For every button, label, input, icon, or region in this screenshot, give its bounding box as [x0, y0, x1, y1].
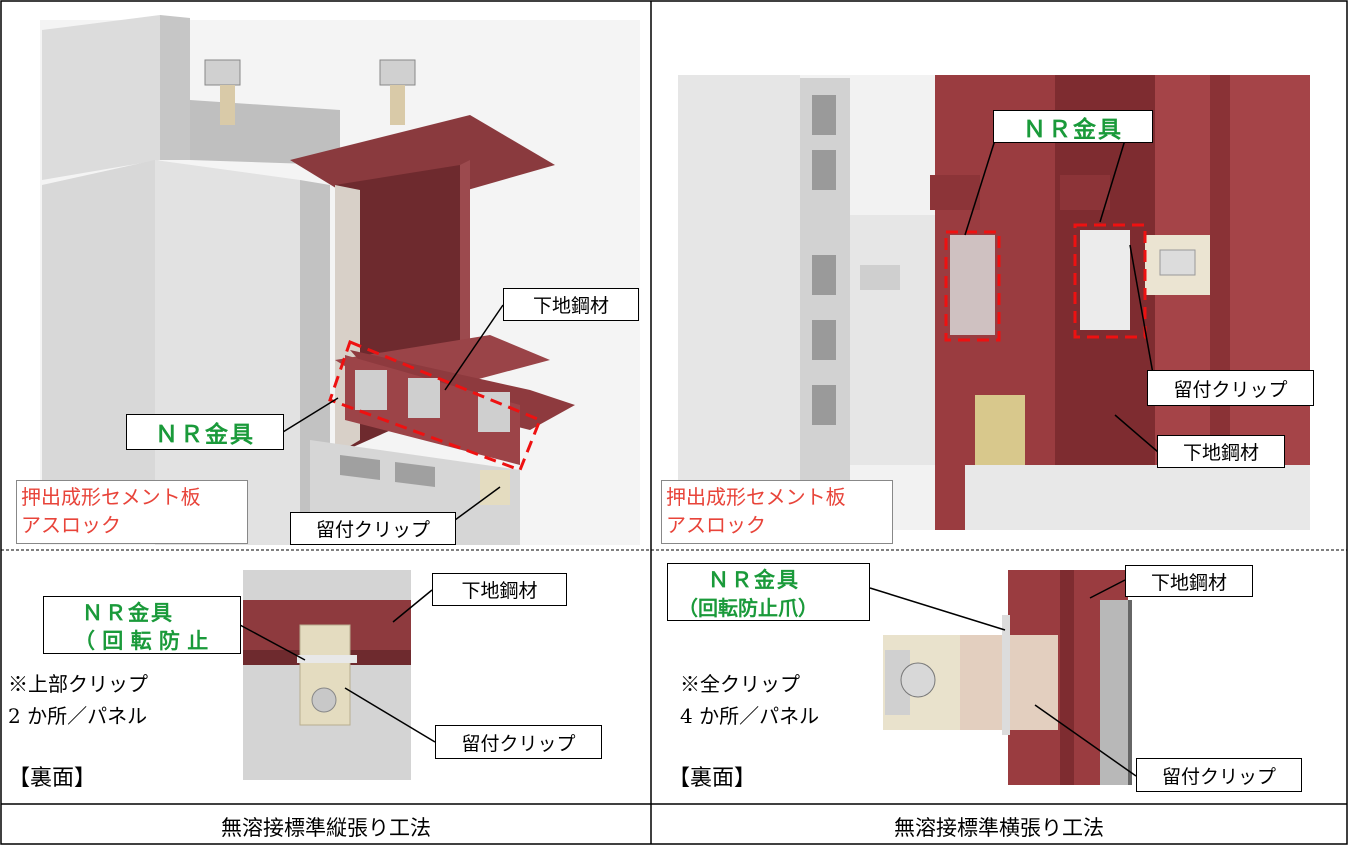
clip-text-bl: 留付クリップ: [461, 732, 576, 755]
nr-fitting-box-bl: ＮＲ金具 （ 回 転 防 止: [43, 596, 241, 654]
caption-horizontal-method: 無溶接標準横張り工法: [894, 816, 1104, 840]
base-steel-text-right: 下地鋼材: [1182, 442, 1259, 464]
vertical-back-photo: [243, 570, 411, 780]
panel-name-line1: 押出成形セメント板: [21, 485, 201, 509]
panel-name-line2: アスロック: [21, 513, 121, 537]
panel-name-line1-right: 押出成形セメント板: [666, 485, 846, 509]
caption-vertical-method: 無溶接標準縦張り工法: [221, 816, 431, 840]
base-steel-label: 下地鋼材: [503, 288, 639, 321]
clip-label-bl: 留付クリップ: [435, 725, 602, 759]
back-side-label-bl: 【裏面】: [8, 766, 97, 791]
clip-note-line1-br: ※全クリップ: [680, 672, 800, 696]
clip-label-right: 留付クリップ: [1147, 370, 1314, 406]
clip-label: 留付クリップ: [290, 512, 456, 545]
leader-lines: [239, 139, 1159, 777]
back-side-label-br: 【裏面】: [668, 766, 757, 791]
clip-text: 留付クリップ: [315, 519, 430, 541]
panel-name-line2-right: アスロック: [666, 513, 766, 537]
horizontal-back-photo: [883, 570, 1132, 785]
nr-fitting-text-right: ＮＲ金具: [1023, 115, 1123, 143]
clip-note-line1-bl: ※上部クリップ: [8, 672, 148, 696]
nr-fitting-label: ＮＲ金具: [126, 414, 284, 450]
base-steel-text-bl: 下地鋼材: [461, 580, 538, 602]
clip-text-br: 留付クリップ: [1161, 765, 1276, 788]
nr-fitting-label-right: ＮＲ金具: [993, 110, 1153, 143]
nr-fitting-line1-br: ＮＲ金具: [708, 567, 800, 592]
panel-name-box-right: 押出成形セメント板 アスロック: [661, 480, 893, 544]
base-steel-text-br: 下地鋼材: [1150, 571, 1227, 594]
vertical-method-illustration: [40, 15, 640, 545]
nr-fitting-box-br: ＮＲ金具 （回転防止爪）: [667, 563, 870, 621]
clip-note-line2-br: 4 か所／パネル: [680, 704, 820, 728]
nr-fitting-line2-bl: （ 回 転 防 止: [74, 628, 209, 653]
base-steel-label-br: 下地鋼材: [1125, 565, 1253, 597]
clip-label-br: 留付クリップ: [1136, 758, 1302, 792]
nr-fitting-line2-br: （回転防止爪）: [678, 596, 818, 620]
panel-name-box: 押出成形セメント板 アスロック: [16, 480, 248, 544]
base-steel-label-bl: 下地鋼材: [432, 573, 567, 606]
clip-text-right: 留付クリップ: [1173, 378, 1288, 401]
nr-fitting-line1-bl: ＮＲ金具: [82, 600, 174, 625]
clip-note-line2-bl: 2 か所／パネル: [8, 704, 148, 728]
nr-fitting-text: ＮＲ金具: [155, 421, 255, 448]
base-steel-text: 下地鋼材: [532, 295, 609, 317]
base-steel-label-right: 下地鋼材: [1157, 435, 1285, 468]
